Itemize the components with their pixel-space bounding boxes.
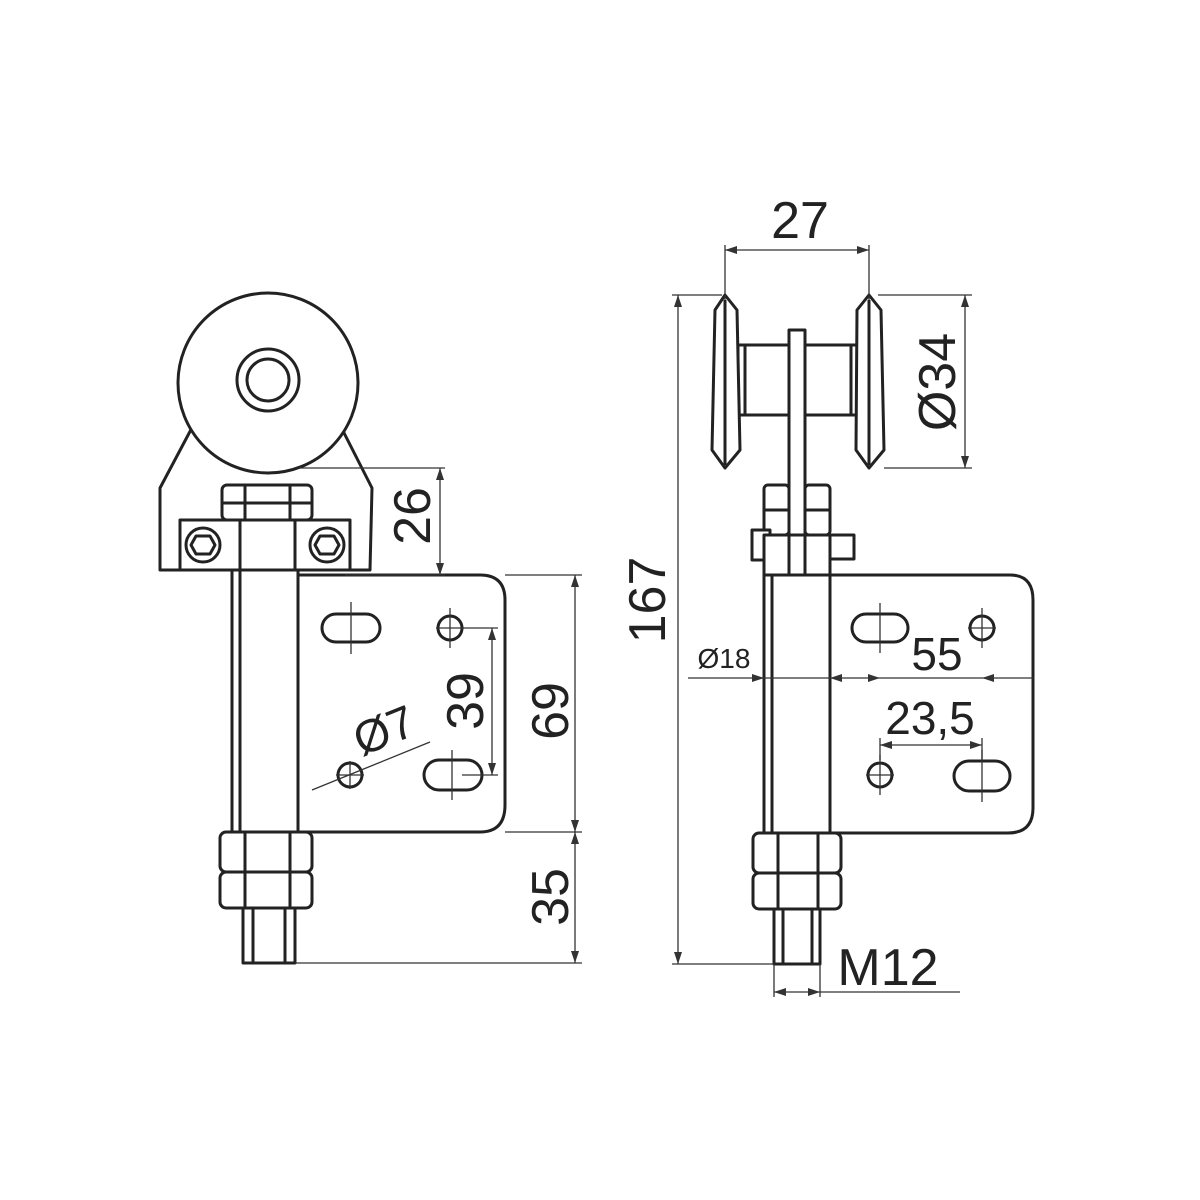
clamp-bar [762,533,832,577]
side-bolt-right [828,533,856,561]
lower-nut-1 [218,830,314,874]
dim-label-34: Ø34 [909,333,967,431]
dim-label-35: 35 [522,868,580,926]
dim-label-hole: Ø7 [346,695,422,766]
dim-label-27: 27 [771,192,829,250]
dim-label-m12: M12 [837,939,938,997]
axle-tube-front [762,573,832,835]
lower-nut-front-1 [751,831,843,875]
dim-label-26: 26 [384,487,442,545]
dim-label-39: 39 [437,672,495,730]
dim-label-18: Ø18 [698,643,751,674]
dim-label-69: 69 [522,682,580,740]
mounting-plate [298,573,507,834]
dim-label-167: 167 [619,557,677,644]
mounting-plate-front [830,573,1035,835]
lower-nut-front-2 [751,871,843,911]
dim-label-23-5: 23,5 [885,692,975,744]
threaded-stud [241,906,297,965]
front-view: 27 Ø34 167 Ø18 55 23,5 [619,192,1035,997]
dim-label-55: 55 [911,628,962,680]
axle-tube [230,568,300,834]
lower-nut-2 [218,870,314,910]
wheel-hub-inner [245,357,291,403]
side-view: 26 39 69 35 Ø7 [158,291,582,965]
